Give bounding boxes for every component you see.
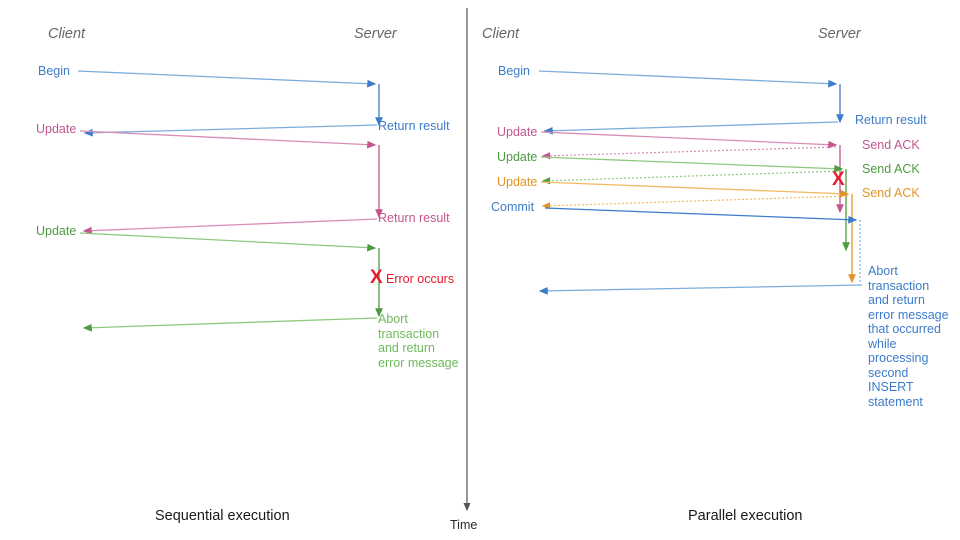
arrow-abort-return <box>538 284 863 295</box>
arrow-abort-return <box>82 317 378 332</box>
panel-parallel-header-client: Client <box>482 26 520 42</box>
label-send-ack-2: Send ACK <box>862 162 920 176</box>
arrow-return-result-1 <box>83 124 378 137</box>
label-return-result: Return result <box>855 113 927 127</box>
label-begin: Begin <box>38 64 70 78</box>
caption-parallel: Parallel execution <box>688 508 803 524</box>
arrow-return-result-2 <box>82 218 378 235</box>
error-x-icon: X <box>370 267 383 288</box>
label-commit: Commit <box>491 200 535 214</box>
label-begin: Begin <box>498 64 530 78</box>
label-update-2: Update <box>497 150 538 164</box>
arrow-update-2-request <box>540 156 844 173</box>
label-error-occurs: Error occurs <box>386 272 455 286</box>
arrow-update-3-request <box>540 181 850 198</box>
panel-sequential-header-client: Client <box>48 26 86 42</box>
arrow-commit-request <box>544 207 858 224</box>
arrow-begin-request <box>77 70 377 88</box>
label-send-ack-3: Send ACK <box>862 186 920 200</box>
label-return-result-1: Return result <box>378 119 450 133</box>
panel-sequential <box>77 70 383 332</box>
arrow-update-1-request <box>540 131 838 149</box>
error-x-icon: X <box>832 169 845 190</box>
label-abort-message: Abort transaction and return error messa… <box>868 264 949 409</box>
time-axis-label: Time <box>450 518 478 532</box>
arrow-begin-request <box>538 70 838 88</box>
arrow-return-result <box>543 121 839 135</box>
label-return-result-2: Return result <box>378 211 450 225</box>
label-abort-message: Abort transaction and return error messa… <box>378 312 459 370</box>
label-update-1: Update <box>36 122 77 136</box>
panel-parallel-header-server: Server <box>818 26 861 42</box>
arrow-send-ack-3 <box>541 195 849 210</box>
arrow-send-ack-1 <box>541 146 837 160</box>
caption-sequential: Sequential execution <box>155 508 290 524</box>
label-update-2: Update <box>36 224 77 238</box>
arrow-send-ack-2 <box>541 170 843 185</box>
arrow-update-2-request <box>79 232 377 252</box>
label-update-1: Update <box>497 125 538 139</box>
arrow-update-1-request <box>79 130 377 149</box>
panel-sequential-header-server: Server <box>354 26 397 42</box>
panel-parallel <box>538 70 863 295</box>
label-send-ack-1: Send ACK <box>862 138 920 152</box>
label-update-3: Update <box>497 175 538 189</box>
